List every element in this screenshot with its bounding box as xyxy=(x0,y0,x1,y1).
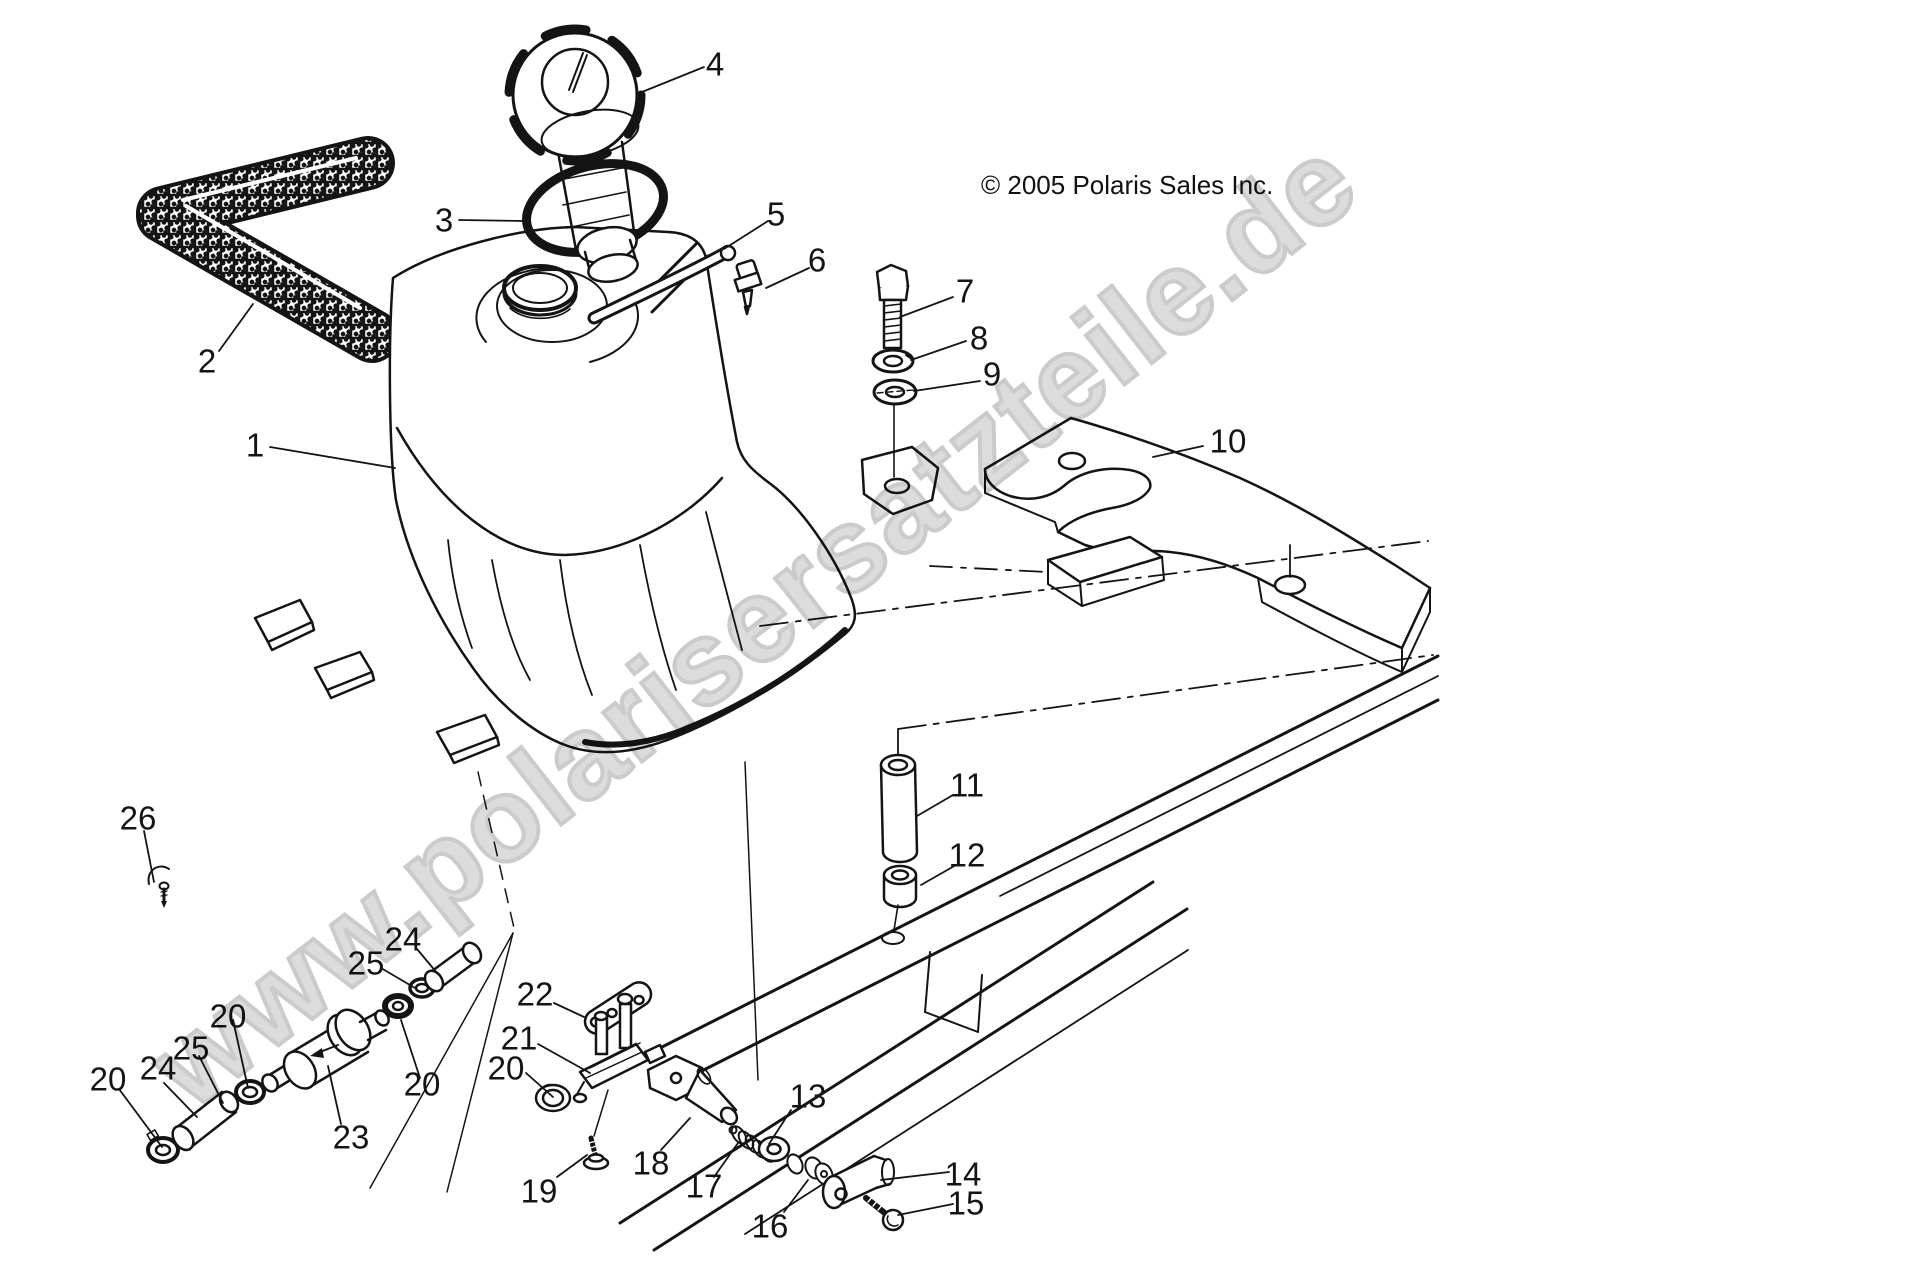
leader-line-23 xyxy=(327,1065,342,1125)
leader-line-20 xyxy=(525,1072,554,1098)
callout-14: 14 xyxy=(944,1155,982,1193)
callout-8: 8 xyxy=(969,319,989,357)
callout-18: 18 xyxy=(632,1144,670,1182)
callout-16: 16 xyxy=(751,1207,789,1245)
leader-line-26 xyxy=(143,830,155,883)
callout-25: 25 xyxy=(347,944,385,982)
leader-line-6 xyxy=(765,267,810,289)
callout-4: 4 xyxy=(705,45,725,83)
callout-11: 11 xyxy=(949,766,985,804)
callout-15: 15 xyxy=(947,1184,985,1222)
callout-23: 23 xyxy=(332,1118,370,1156)
callout-26: 26 xyxy=(119,799,157,837)
leader-line-3 xyxy=(458,219,525,222)
leader-line-24 xyxy=(163,1082,198,1118)
leader-line-9 xyxy=(913,380,981,392)
leader-line-7 xyxy=(899,296,954,318)
callout-7: 7 xyxy=(955,272,975,310)
leader-line-15 xyxy=(897,1203,954,1216)
callout-19: 19 xyxy=(520,1172,558,1210)
bolt-washers-drawing xyxy=(871,263,918,406)
leader-line-8 xyxy=(910,340,967,361)
callout-20: 20 xyxy=(487,1049,525,1087)
outlet-tube-drawing xyxy=(646,1054,739,1126)
leader-line-24 xyxy=(416,948,438,974)
leader-line-20 xyxy=(232,1019,249,1089)
callout-leader-lines xyxy=(118,66,1204,1216)
leader-line-10 xyxy=(1152,445,1204,458)
callout-24: 24 xyxy=(384,920,422,958)
leader-line-5 xyxy=(723,220,769,250)
leader-line-25 xyxy=(380,967,416,989)
callout-6: 6 xyxy=(807,241,827,279)
callout-22: 22 xyxy=(516,975,554,1013)
callout-12: 12 xyxy=(948,836,986,874)
screw-26-drawing xyxy=(147,865,170,908)
foam-pad-drawing xyxy=(136,136,399,363)
leader-line-16 xyxy=(783,1179,809,1213)
clamp-screw-drawing xyxy=(821,1154,905,1232)
leader-line-13 xyxy=(768,1109,792,1145)
leader-line-17 xyxy=(713,1142,739,1178)
callout-3: 3 xyxy=(434,201,454,239)
callout-20: 20 xyxy=(403,1065,441,1103)
fuel-valve-group-drawing xyxy=(534,981,667,1171)
fuel-cap-drawing xyxy=(504,24,646,283)
leader-line-12 xyxy=(920,864,957,886)
callout-21: 21 xyxy=(500,1019,538,1057)
leader-line-11 xyxy=(916,794,954,817)
fitting-drawing xyxy=(733,259,763,316)
leader-line-25 xyxy=(198,1055,224,1104)
spacer-bushing-drawing xyxy=(879,753,919,931)
callout-20: 20 xyxy=(209,997,247,1035)
fuel-tank-drawing xyxy=(253,225,940,765)
leader-line-2 xyxy=(218,303,254,352)
vent-hose-drawing xyxy=(587,244,737,325)
leader-line-18 xyxy=(660,1117,691,1151)
callout-20: 20 xyxy=(89,1060,127,1098)
callout-24: 24 xyxy=(139,1049,177,1087)
leader-line-21 xyxy=(537,1043,591,1074)
callout-25: 25 xyxy=(172,1029,210,1067)
callout-10: 10 xyxy=(1209,422,1247,460)
callout-1: 1 xyxy=(245,426,265,464)
callout-5: 5 xyxy=(766,195,786,233)
alignment-lines xyxy=(369,540,1434,1193)
leader-line-14 xyxy=(880,1171,950,1181)
leader-line-4 xyxy=(636,66,705,95)
callout-17: 17 xyxy=(685,1167,723,1205)
leader-line-22 xyxy=(553,1002,585,1018)
leader-line-19 xyxy=(556,1154,588,1178)
bracket-drawing xyxy=(983,416,1432,673)
leader-line-1 xyxy=(269,446,396,469)
callout-13: 13 xyxy=(789,1077,827,1115)
leader-line-20 xyxy=(400,1019,421,1079)
fuel-filter-chain-drawing xyxy=(146,941,483,1164)
grommet-16-drawing xyxy=(786,1153,834,1186)
leader-line-20 xyxy=(118,1088,163,1148)
callout-9: 9 xyxy=(982,355,1002,393)
copyright-text: © 2005 Polaris Sales Inc. xyxy=(981,170,1274,200)
callout-2: 2 xyxy=(197,342,217,380)
frame-rails-drawing xyxy=(618,654,1440,1252)
